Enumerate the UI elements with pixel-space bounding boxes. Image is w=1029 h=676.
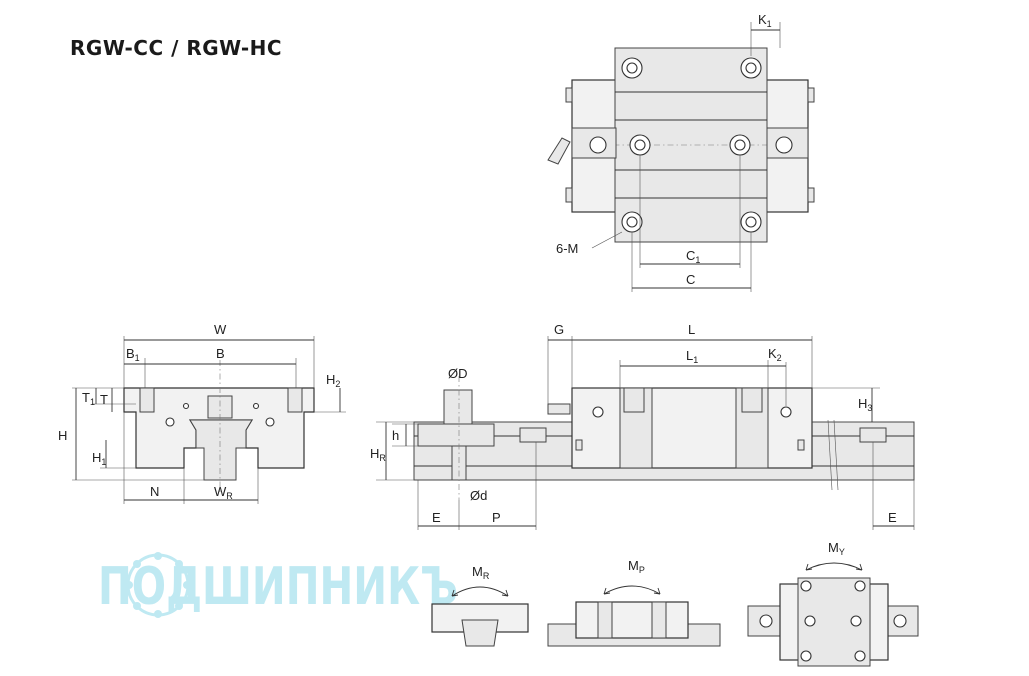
label-od-small: Ød <box>470 488 487 503</box>
label-my: MY <box>828 540 845 557</box>
watermark: ПОДШИПНИКЪ <box>98 552 458 618</box>
watermark-text: ПОДШИПНИКЪ <box>98 557 458 617</box>
label-l1: L1 <box>686 348 698 365</box>
label-k2: K2 <box>768 346 782 363</box>
label-g: G <box>554 322 564 337</box>
side-view: ØD h HR Ød E P G L L1 K2 H3 E <box>370 322 915 530</box>
label-h1: H1 <box>92 450 106 467</box>
label-od: ØD <box>448 366 468 381</box>
label-t: T <box>100 392 108 407</box>
moment-views: MR MP MY <box>431 540 919 667</box>
label-l: L <box>688 322 695 337</box>
label-mp: MP <box>628 558 645 575</box>
top-view: K1 6-M C1 C <box>547 12 815 292</box>
label-b: B <box>216 346 225 361</box>
label-c1: C1 <box>686 248 700 265</box>
label-p: P <box>492 510 501 525</box>
label-w: W <box>214 322 227 337</box>
label-hr: HR <box>370 446 386 463</box>
label-e-right: E <box>888 510 897 525</box>
label-wr: WR <box>214 484 233 501</box>
label-h: H <box>58 428 67 443</box>
label-b1: B1 <box>126 346 140 363</box>
label-t1: T1 <box>82 390 95 407</box>
label-k1: K1 <box>758 12 772 29</box>
label-mr: MR <box>472 564 490 581</box>
label-e-left: E <box>432 510 441 525</box>
label-h2: H2 <box>326 372 340 389</box>
label-n: N <box>150 484 159 499</box>
front-view: W B1 B H T1 T H1 H2 N WR <box>58 322 346 504</box>
label-h-small: h <box>392 428 399 443</box>
page-title: RGW-CC / RGW-HC <box>70 36 283 60</box>
label-h3: H3 <box>858 396 872 413</box>
label-6m: 6-M <box>556 241 578 256</box>
label-c: C <box>686 272 695 287</box>
